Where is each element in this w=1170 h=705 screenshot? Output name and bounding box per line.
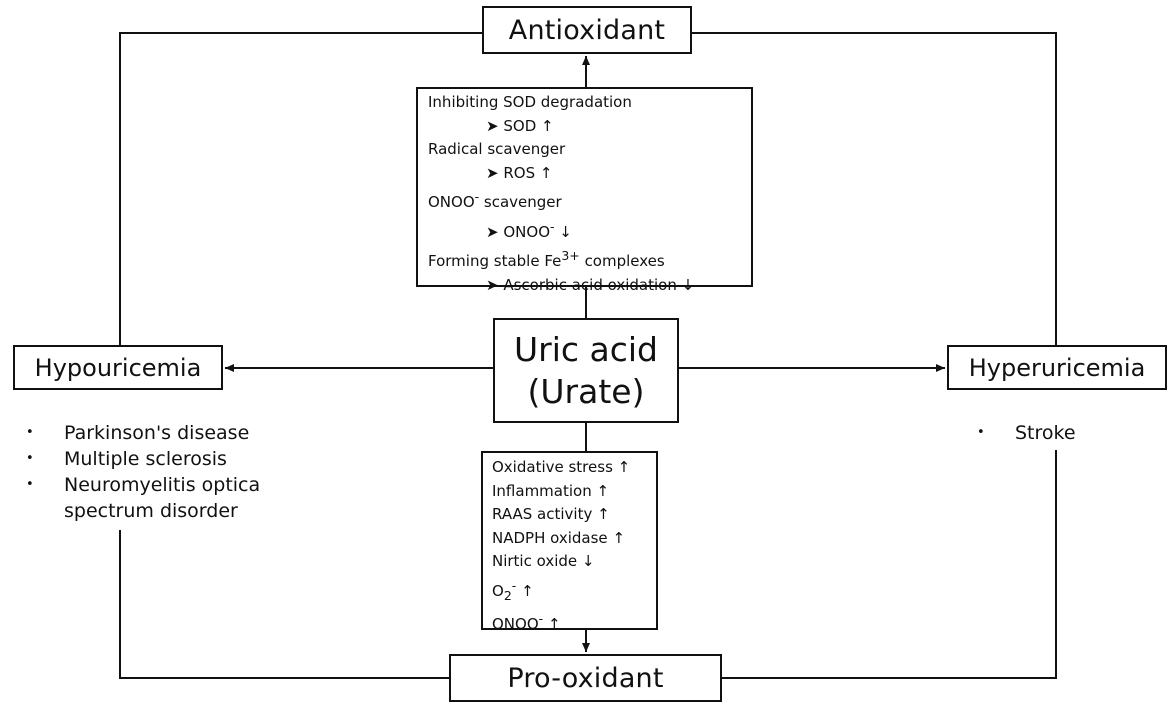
effect-line: ➤ ONOO- ↓ — [486, 218, 572, 241]
list-item: Stroke — [977, 420, 1127, 446]
hyper-to-prooxidant-line — [722, 450, 1057, 679]
hypo-to-prooxidant-line — [119, 530, 449, 679]
urate-label: (Urate) — [527, 371, 645, 411]
mechanism-line: Radical scavenger — [428, 140, 566, 158]
effect-line: ➤ Ascorbic acid oxidation ↓ — [486, 275, 695, 294]
antioxidant-box: Antioxidant — [482, 6, 692, 54]
effect-line: ONOO- ↑ — [492, 611, 561, 633]
mechanism-line: Forming stable Fe3+ complexes — [428, 248, 665, 270]
hyper-to-antioxidant-line — [692, 32, 1057, 345]
effect-line: ➤ SOD ↑ — [486, 116, 554, 135]
hypouricemia-box: Hypouricemia — [13, 345, 223, 390]
list-item: Multiple sclerosis — [26, 446, 326, 472]
effect-line: RAAS activity ↑ — [492, 505, 610, 523]
uric-acid-label: Uric acid — [513, 329, 658, 369]
uric-acid-box: Uric acid (Urate) — [493, 318, 679, 423]
effect-line: Nirtic oxide ↓ — [492, 552, 595, 570]
pro-oxidant-box: Pro-oxidant — [449, 654, 722, 702]
effect-line: Oxidative stress ↑ — [492, 458, 631, 476]
hypouricemia-label: Hypouricemia — [34, 353, 202, 382]
hypo-to-antioxidant-line — [119, 32, 482, 345]
antioxidant-mechanisms-box: Inhibiting SOD degradation ➤ SOD ↑ Radic… — [416, 87, 753, 294]
pro-oxidant-effects-box: Oxidative stress ↑ Inflammation ↑ RAAS a… — [481, 451, 658, 633]
hyperuricemia-label: Hyperuricemia — [968, 353, 1146, 382]
mechanism-line: Inhibiting SOD degradation — [428, 93, 632, 111]
effect-line: NADPH oxidase ↑ — [492, 528, 626, 547]
list-item: Parkinson's disease — [26, 420, 326, 446]
hypouricemia-disease-list: Parkinson's disease Multiple sclerosis N… — [26, 420, 326, 524]
hyperuricemia-box: Hyperuricemia — [947, 345, 1167, 390]
hyperuricemia-disease-list: Stroke — [977, 420, 1127, 446]
effect-line: O2- ↑ — [492, 577, 534, 603]
pro-oxidant-label: Pro-oxidant — [507, 662, 664, 694]
effect-line: Inflammation ↑ — [492, 481, 610, 500]
mechanism-line: ONOO- scavenger — [428, 189, 562, 211]
effect-line: ➤ ROS ↑ — [486, 163, 553, 182]
antioxidant-label: Antioxidant — [508, 14, 666, 46]
